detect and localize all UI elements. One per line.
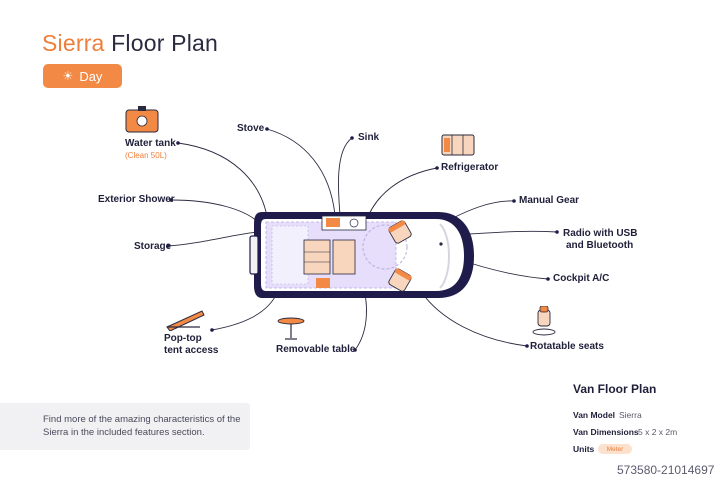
storage-label: Storage bbox=[134, 241, 172, 252]
specs-title: Van Floor Plan bbox=[573, 382, 657, 396]
spec-model-row: Van Model Sierra bbox=[573, 410, 642, 420]
spec-units-row: Units bbox=[573, 444, 594, 454]
day-mode-button[interactable]: ☀ Day bbox=[43, 64, 122, 88]
page-title: Sierra Floor Plan bbox=[42, 30, 218, 57]
water-tank-icon bbox=[125, 106, 159, 133]
rotatable-seat-icon bbox=[532, 306, 556, 336]
manual-gear-label: Manual Gear bbox=[519, 195, 580, 206]
sink-label: Sink bbox=[358, 132, 380, 143]
cockpit-ac-label: Cockpit A/C bbox=[553, 273, 610, 284]
water-tank-capacity: (Clean 50L) bbox=[125, 151, 167, 160]
refrigerator-icon bbox=[441, 134, 475, 156]
water-tank-label: Water tank bbox=[125, 138, 176, 149]
poptop-label-line1: Pop-top bbox=[164, 333, 202, 344]
removable-table-icon bbox=[277, 317, 305, 340]
removable-table-label: Removable table bbox=[276, 344, 356, 355]
units-meter-toggle[interactable]: Meter bbox=[598, 444, 632, 454]
rotatable-seats-label: Rotatable seats bbox=[530, 341, 604, 352]
exterior-shower-label: Exterior Shower bbox=[98, 194, 175, 205]
title-accent: Sierra bbox=[42, 30, 105, 56]
sun-icon: ☀ bbox=[62, 69, 74, 83]
radio-label-line1: Radio with USB bbox=[563, 228, 638, 239]
refrigerator-label: Refrigerator bbox=[441, 162, 499, 173]
spec-dimensions-row: Van Dimensions 5 x 2 x 2m bbox=[573, 427, 677, 437]
spec-dimensions-value: 5 x 2 x 2m bbox=[638, 427, 678, 437]
poptop-label-line2: tent access bbox=[164, 345, 219, 356]
features-info-text: Find more of the amazing characteristics… bbox=[43, 414, 241, 438]
features-info-box: Find more of the amazing characteristics… bbox=[0, 403, 250, 450]
spec-model-key: Van Model bbox=[573, 410, 616, 420]
watermark-id: 573580-21014697 bbox=[617, 463, 715, 477]
stove-label: Stove bbox=[237, 123, 265, 134]
day-mode-label: Day bbox=[79, 68, 103, 84]
radio-label-line2: and Bluetooth bbox=[566, 240, 634, 251]
pop-top-tent-icon bbox=[166, 310, 205, 331]
spec-units-key: Units bbox=[573, 444, 595, 454]
spec-model-value: Sierra bbox=[619, 410, 642, 420]
spec-dimensions-key: Van Dimensions bbox=[573, 427, 639, 437]
title-rest: Floor Plan bbox=[111, 30, 218, 56]
